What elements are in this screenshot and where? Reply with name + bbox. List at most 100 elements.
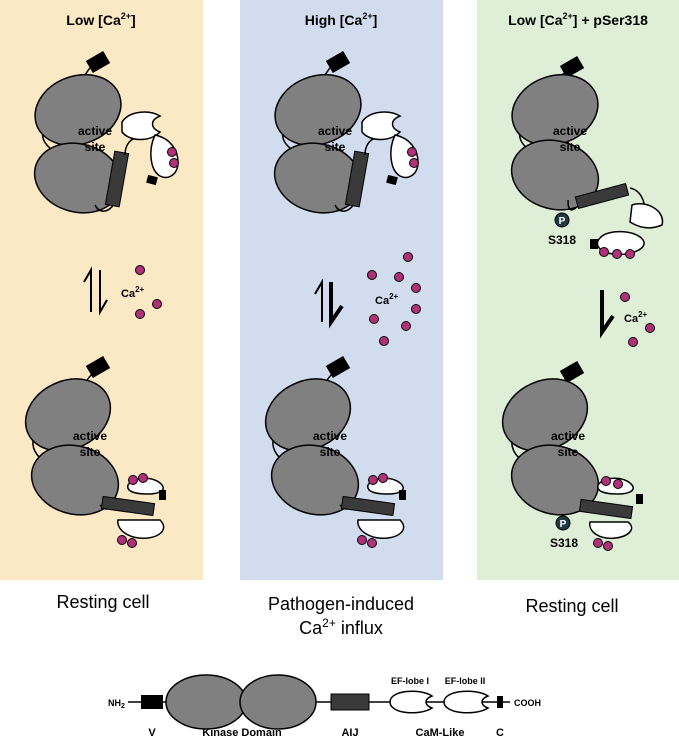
label-v: V (148, 727, 156, 739)
panel-2-bottom-protein: active site (264, 355, 406, 548)
site-label: site (320, 445, 341, 459)
calcium-ion (357, 535, 367, 545)
active-label: active (313, 429, 347, 443)
domain-map: NH2 COOH EF-lobe I EF-lobe II V Kinase D… (108, 674, 541, 739)
panel-1-top-protein: active site (33, 50, 179, 214)
calcium-ion (625, 249, 635, 259)
kinase-c-lobe (270, 444, 360, 516)
ef-lobe-2-label: EF-lobe II (445, 676, 486, 686)
v-domain-block (325, 355, 351, 379)
ef-lobe-1-label: EF-lobe I (391, 676, 429, 686)
active-label: active (78, 124, 112, 138)
kinase-c-lobe (510, 444, 600, 516)
aij-helix (344, 150, 370, 208)
site-label: site (80, 445, 101, 459)
site-label: site (558, 445, 579, 459)
calcium-label: Ca2+ (375, 292, 399, 307)
kinase-n-lobe (274, 73, 362, 147)
active-label: active (73, 429, 107, 443)
ef-lobe-2-map (443, 690, 490, 714)
aij-helix (340, 495, 396, 517)
kinase-n-lobe (24, 378, 112, 452)
site-label: site (85, 140, 106, 154)
panel-3-forward-arrow (600, 290, 615, 339)
calcium-ion (152, 299, 162, 309)
label-cam-like: CaM-Like (416, 727, 465, 739)
v-domain (141, 695, 163, 709)
ef-lobe-2 (589, 521, 633, 540)
calcium-ion (368, 475, 378, 485)
phospho-label: P (560, 519, 567, 530)
nh2-label: NH2 (108, 698, 125, 710)
phospho-label: P (559, 216, 566, 227)
kinase-c-lobe (30, 444, 120, 516)
cooh-label: COOH (514, 698, 541, 708)
ef-lobe-1 (121, 111, 162, 141)
v-domain-block (559, 360, 585, 384)
phospho-badge (554, 212, 570, 228)
calcium-ion (378, 473, 388, 483)
calcium-ion (645, 323, 655, 333)
aij-helix (100, 495, 156, 517)
panel-2-calcium-cluster: Ca2+ (367, 252, 421, 346)
panel-2-top-protein: active site (273, 50, 419, 214)
aij-domain (330, 693, 370, 711)
active-label: active (553, 124, 587, 138)
panel-3-calcium-cluster: Ca2+ (620, 292, 655, 347)
caption-pathogen-line2: Ca2+ influx (299, 616, 383, 638)
c-domain-block (590, 239, 598, 249)
calcium-ion (403, 252, 413, 262)
calcium-ion (367, 538, 377, 548)
c-domain (497, 696, 503, 708)
calcium-ion (135, 309, 145, 319)
calcium-ion (128, 475, 138, 485)
calcium-ion (117, 535, 127, 545)
kinase-n-lobe (264, 378, 352, 452)
kinase-lobe-1 (165, 674, 247, 730)
calcium-ion (603, 541, 613, 551)
s318-label: S318 (548, 233, 576, 247)
aij-helix (578, 498, 634, 520)
v-domain-block (85, 355, 111, 379)
calcium-ion (379, 336, 389, 346)
label-aij: AIJ (341, 727, 358, 739)
site-label: site (560, 140, 581, 154)
calcium-ion (593, 538, 603, 548)
ef-lobe-1 (629, 203, 664, 229)
active-label: active (551, 429, 585, 443)
calcium-ion (612, 249, 622, 259)
panel-2-title: High [Ca2+] (305, 11, 378, 28)
caption-resting-cell-1: Resting cell (56, 592, 149, 612)
aij-helix (574, 182, 630, 210)
v-domain-block (325, 50, 351, 74)
panel-1-calcium-cluster: Ca2+ (121, 265, 162, 319)
calcium-ion (369, 314, 379, 324)
s318-label: S318 (550, 536, 578, 550)
aij-helix (104, 150, 130, 208)
calcium-ion (601, 476, 611, 486)
c-domain-block (159, 490, 166, 500)
phospho-badge (555, 515, 571, 531)
caption-resting-cell-3: Resting cell (525, 596, 618, 616)
c-domain-block (146, 174, 158, 186)
kinase-n-lobe (34, 73, 122, 147)
panel-1-equilibrium-arrows (83, 266, 108, 316)
calcium-ion (138, 473, 148, 483)
calcium-ion (401, 321, 411, 331)
c-domain-block (386, 174, 398, 186)
v-domain-block (559, 55, 585, 79)
calcium-ion (409, 158, 419, 168)
calcium-ion (169, 158, 179, 168)
v-domain-block (85, 50, 111, 74)
calcium-ion (613, 479, 623, 489)
caption-pathogen-line1: Pathogen-induced (268, 594, 414, 614)
label-kinase-domain: Kinase Domain (202, 727, 282, 739)
panel-2-equilibrium-arrows (314, 278, 344, 329)
ef-lobe-2 (357, 519, 405, 539)
calcium-ion (167, 147, 177, 157)
calcium-ion (367, 270, 377, 280)
site-label: site (325, 140, 346, 154)
panel-1-title: Low [Ca2+] (66, 11, 135, 28)
panel-1-bottom-protein: active site (24, 355, 166, 548)
